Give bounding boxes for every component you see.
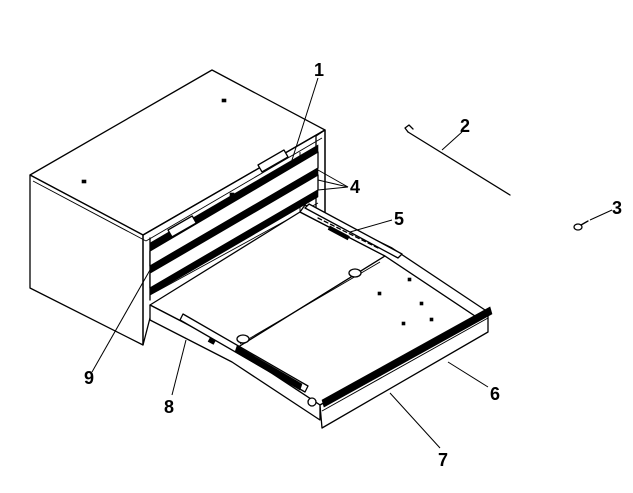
- part-rod: [404, 124, 511, 196]
- callout-3: 3: [612, 198, 622, 218]
- callout-5: 5: [394, 209, 404, 229]
- leader-lines: [91, 77, 613, 449]
- callout-7: 7: [438, 450, 448, 470]
- left-drawer-slide: [179, 313, 317, 407]
- callout-6: 6: [490, 384, 500, 404]
- callout-2: 2: [460, 116, 470, 136]
- drawer-pull: [321, 306, 493, 408]
- part-screw: [573, 220, 589, 231]
- callout-8: 8: [164, 397, 174, 417]
- callout-1: 1: [314, 60, 324, 80]
- callouts: 1 2 3 4 5 6 7 8 9: [84, 60, 622, 470]
- drawer: [149, 203, 493, 429]
- callout-9: 9: [84, 368, 94, 388]
- callout-4: 4: [350, 177, 360, 197]
- drawer-slots: [149, 144, 319, 296]
